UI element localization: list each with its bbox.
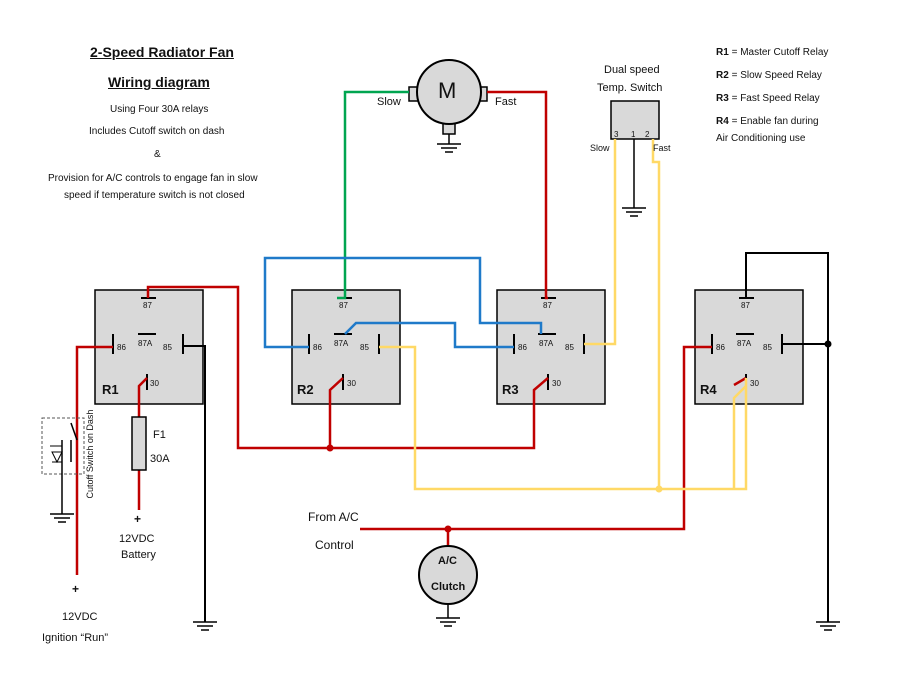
r1-ground-icon [193,621,217,631]
temp-switch-ground-icon [622,139,646,217]
r2-pin-85: 85 [360,343,369,352]
r2-pin-30: 30 [347,379,356,388]
r2-pin-87a: 87A [334,339,349,348]
note-line-2: Includes Cutoff switch on dash [89,126,225,137]
motor-symbol: M [438,78,457,103]
junction-r4-85 [824,340,832,348]
r1-pin-86: 86 [117,343,126,352]
r4-pin-87: 87 [741,301,750,310]
motor-slow-label: Slow [377,96,401,108]
temp-switch-fast: Fast [653,143,671,153]
wire-yellow-r4-link [732,385,747,489]
motor-fast-label: Fast [495,96,517,108]
note-line-1: Using Four 30A relays [110,104,209,115]
legend-r4: R4 = Enable fan during [716,116,819,127]
wire-black-r1-85 [183,345,206,622]
temp-switch-slow: Slow [590,143,610,153]
ac-from-line1: From A/C [308,510,359,524]
wire-yellow-r2-85 [379,345,748,491]
battery-line2: Battery [121,549,156,561]
legend-r2: R2 = Slow Speed Relay [716,70,822,81]
ignition-line2: Ignition “Run” [42,632,109,644]
cutoff-switch-label: Cutoff Switch on Dash [85,409,95,499]
junction-r2-30 [326,444,334,452]
wire-black-r4 [745,252,829,622]
r2-name: R2 [297,382,314,397]
wire-red-fast [487,90,548,300]
cutoff-switch-icon [41,417,85,523]
temp-switch-pin-3: 3 [614,130,619,139]
clutch-line1: A/C [438,555,457,567]
ignition-line1: 12VDC [62,611,98,623]
r4-pin-87a: 87A [737,339,752,348]
fuse-name: F1 [153,429,166,441]
r4-pin-30: 30 [750,379,759,388]
r1-pin-87: 87 [143,301,152,310]
wire-red-r2-30 [328,377,344,448]
temp-switch-title-2: Temp. Switch [597,82,663,94]
r4-pin-86: 86 [716,343,725,352]
ignition-plus: + [72,582,80,596]
wire-red-r4-30 [733,376,747,387]
diagram-subtitle: Wiring diagram [108,74,210,90]
r3-pin-85: 85 [565,343,574,352]
wire-green-slow [337,90,409,300]
r3-pin-87: 87 [543,301,552,310]
r1-pin-85: 85 [163,343,172,352]
note-line-3: & [154,149,161,160]
r4-name: R4 [700,382,717,397]
motor-ground-icon [437,134,461,153]
wire-red-fuse [137,377,148,417]
legend-r4-cont: Air Conditioning use [716,133,806,144]
wire-yellow-r3-85 [584,139,617,346]
wire-blue-87a [344,321,514,349]
relay-contacts [112,297,783,390]
temp-switch-pin-2: 2 [645,130,650,139]
r4-pin-85: 85 [763,343,772,352]
r3-pin-86: 86 [518,343,527,352]
clutch-line2: Clutch [431,581,466,593]
note-line-5: speed if temperature switch is not close… [64,190,245,201]
r3-pin-87a: 87A [539,339,554,348]
temp-switch-pin-1: 1 [631,130,636,139]
wire-red-r1-87 [146,285,549,450]
wire-red-ac [360,345,712,531]
fuse-rating: 30A [150,453,170,465]
temp-switch-title-1: Dual speed [604,64,660,76]
r3-pin-30: 30 [552,379,561,388]
diagram-title: 2-Speed Radiator Fan [90,44,234,60]
wire-blue-r2-86 [263,256,543,349]
r4-ground-icon [816,621,840,631]
r1-name: R1 [102,382,119,397]
ac-from-line2: Control [315,538,354,552]
r1-pin-30: 30 [150,379,159,388]
r1-pin-87a: 87A [138,339,153,348]
r2-pin-87: 87 [339,301,348,310]
battery-line1: 12VDC [119,533,155,545]
clutch-ground-icon [436,604,460,627]
fan-motor [408,59,488,135]
battery-plus: + [134,512,142,526]
fuse-f1 [131,416,147,471]
temp-switch-box [610,100,660,140]
wire-yellow-fast [651,139,661,489]
r3-name: R3 [502,382,519,397]
note-line-4: Provision for A/C controls to engage fan… [48,173,258,184]
legend-r1: R1 = Master Cutoff Relay [716,47,829,58]
legend-r3: R3 = Fast Speed Relay [716,93,820,104]
wire-red-ignition [75,345,113,575]
junction-yellow [655,485,663,493]
r2-pin-86: 86 [313,343,322,352]
